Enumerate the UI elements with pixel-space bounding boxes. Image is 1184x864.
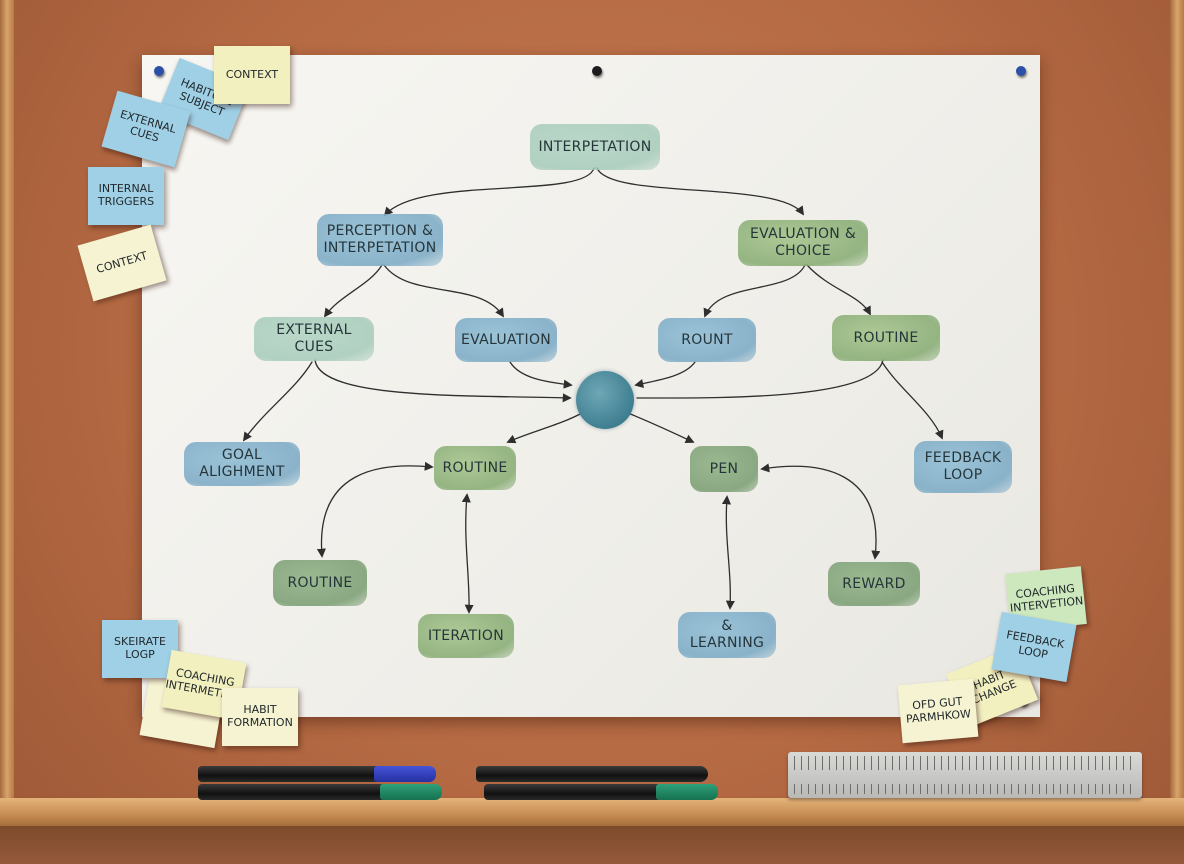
node-rount: ROUNT [658,318,756,362]
edge-top-to-evaluation-choice [596,167,805,216]
node-evaluation-choice: EVALUATION & CHOICE [738,220,868,266]
push-pin [154,66,164,76]
edge-evaluation-choice-to-rount [703,264,806,318]
sticky-note-feedback-loop-left: SKEIRATE LOGP [102,620,178,678]
node-routine-center: ROUTINE [434,446,516,490]
edge-pen-to-learning [721,495,735,610]
node-pen: PEN [690,446,758,492]
board-shelf [0,798,1184,826]
board-frame-right [1170,0,1184,864]
edge-external-cues-to-hub [314,359,572,403]
edge-rount-to-hub [634,361,696,388]
sticky-note-habit-formation: HABIT FORMATION [222,688,298,746]
edge-routine-right-to-feedback [881,361,944,440]
central-hub [576,371,634,429]
push-pin [592,66,602,76]
node-routine-right: ROUTINE [832,315,940,361]
marker-cap-blue [374,766,436,782]
marker-black [476,766,708,782]
sticky-note-odd: OFD GUT PARMHKOW [897,678,979,744]
node-evaluation: EVALUATION [455,318,557,362]
edge-hub-to-routine-center [506,412,583,444]
edge-external-cues-to-goal [242,361,313,442]
edge-evaluation-choice-to-routine [806,264,871,316]
node-perception-interpretation: PERCEPTION & INTERPETATION [317,214,443,266]
shelf-underside [0,826,1184,864]
marker-black-blue [198,766,398,782]
edge-perception-to-evaluation [383,264,504,318]
marker-black-green-2 [484,784,674,800]
node-learning: & LEARNING [678,612,776,658]
node-routine-bottom-left: ROUTINE [273,560,367,606]
edge-top-to-perception [383,167,595,217]
ruler-ticks [794,756,1136,770]
sticky-note-context-top: CONTEXT [214,46,290,104]
push-pin [1016,66,1026,76]
edge-hub-to-pen [627,412,695,443]
node-goal-alignment: GOAL ALIGHMENT [184,442,300,486]
node-iteration: ITERATION [418,614,514,658]
node-feedback-loop: FEEDBACK LOOP [914,441,1012,493]
sticky-note-internal-triggers: INTERNAL TRIGGERS [88,167,164,225]
marker-cap-green-2 [656,784,718,800]
node-external-cues: EXTERNAL CUES [254,317,374,361]
board-frame-left [0,0,14,864]
marker-cap-green [380,784,442,800]
edge-perception-to-external-cues [323,264,383,318]
node-interpretation: INTERPETATION [530,124,660,170]
edge-routine-center-to-iteration [461,493,474,614]
ruler-ticks-bottom [794,784,1136,794]
node-reward: REWARD [828,562,920,606]
marker-black-green [198,784,398,800]
edge-evaluation-to-hub [509,361,573,389]
ruler [788,752,1142,798]
edge-routine-center-to-bottom-left [316,461,434,558]
edge-routine-right-to-hub [636,359,884,399]
edge-pen-to-reward [760,463,881,560]
